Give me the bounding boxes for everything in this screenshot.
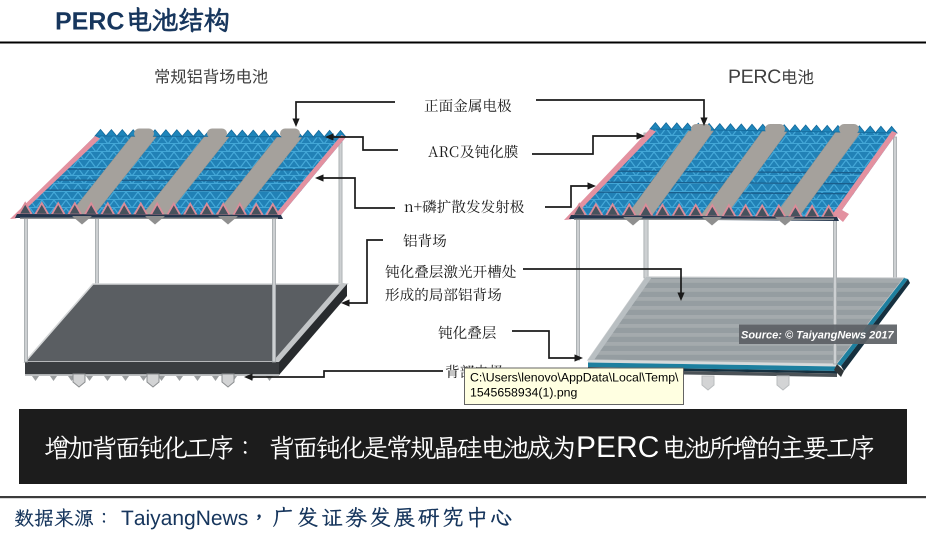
svg-text:Source: © TaiyangNews 2017: Source: © TaiyangNews 2017 <box>741 330 894 342</box>
svg-text:C:\Users\lenovo\AppData\Local\: C:\Users\lenovo\AppData\Local\Temp\ <box>470 371 679 385</box>
svg-text:1545658934(1).png: 1545658934(1).png <box>470 386 578 400</box>
